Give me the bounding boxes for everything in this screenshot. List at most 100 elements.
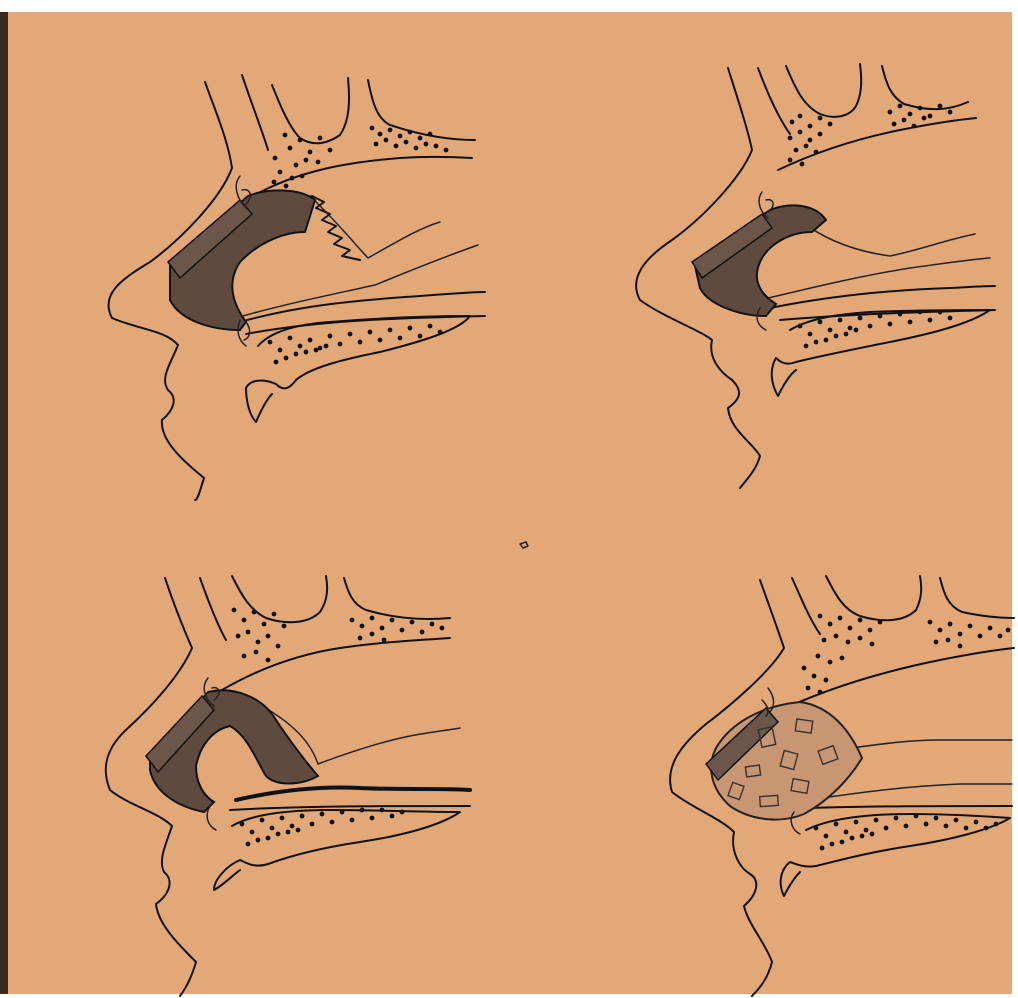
stipple-dot — [390, 618, 395, 623]
stipple-dot — [370, 816, 375, 821]
stipple-dot — [308, 338, 313, 343]
stipple-dot — [974, 820, 979, 825]
stipple-dot — [266, 658, 271, 663]
stipple-dot — [814, 150, 819, 155]
stipple-dot — [828, 122, 833, 127]
stipple-dot — [948, 316, 953, 321]
stipple-dot — [296, 828, 301, 833]
stipple-dot — [908, 112, 913, 117]
stipple-dot — [380, 626, 385, 631]
stipple-dot — [788, 158, 793, 163]
stipple-dot — [854, 820, 859, 825]
stipple-dot — [260, 818, 265, 823]
stipple-dot — [818, 320, 823, 325]
stipple-dot — [290, 824, 295, 829]
stipple-dot — [844, 332, 849, 337]
stipple-dot — [934, 640, 939, 645]
stipple-dot — [834, 634, 839, 639]
stipple-dot — [290, 176, 295, 181]
stipple-dot — [314, 348, 319, 353]
stipple-dot — [420, 630, 425, 635]
stipple-dot — [888, 110, 893, 115]
stipple-dot — [1006, 628, 1011, 633]
stipple-dot — [892, 122, 897, 127]
stipple-dot — [256, 640, 261, 645]
stipple-dot — [236, 634, 241, 639]
stipple-dot — [388, 128, 393, 133]
stipple-dot — [988, 626, 993, 631]
stipple-dot — [840, 656, 845, 661]
stipple-dot — [252, 610, 257, 615]
stipple-dot — [834, 822, 839, 827]
stipple-dot — [400, 628, 405, 633]
stipple-dot — [358, 340, 363, 345]
stipple-dot — [818, 614, 823, 619]
stipple-dot — [840, 840, 845, 845]
stipple-dot — [808, 124, 813, 129]
stipple-dot — [998, 634, 1003, 639]
stipple-dot — [242, 618, 247, 623]
stipple-dot — [246, 630, 251, 635]
stipple-dot — [828, 328, 833, 333]
stipple-dot — [884, 826, 889, 831]
stipple-dot — [898, 104, 903, 109]
stipple-dot — [830, 842, 835, 847]
stipple-dot — [300, 174, 305, 179]
stipple-dot — [902, 118, 907, 123]
stipple-dot — [822, 638, 827, 643]
stipple-dot — [868, 628, 873, 633]
stipple-dot — [878, 314, 883, 319]
stipple-dot — [288, 146, 293, 151]
stipple-dot — [808, 138, 813, 143]
stipple-dot — [848, 326, 853, 331]
stipple-dot — [282, 624, 287, 629]
stipple-dot — [948, 110, 953, 115]
stipple-dot — [278, 170, 283, 175]
stipple-dot — [424, 142, 429, 147]
stipple-dot — [858, 316, 863, 321]
stipple-dot — [324, 344, 329, 349]
stipple-dot — [370, 632, 375, 637]
stipple-dot — [904, 824, 909, 829]
stipple-dot — [304, 350, 309, 355]
stipple-dot — [368, 330, 373, 335]
stipple-dot — [808, 332, 813, 337]
stipple-dot — [408, 326, 413, 331]
stipple-dot — [908, 320, 913, 325]
stipple-dot — [818, 132, 823, 137]
stipple-dot — [924, 822, 929, 827]
stipple-dot — [440, 626, 445, 631]
stipple-dot — [382, 638, 387, 643]
stipple-dot — [374, 142, 379, 147]
stipple-dot — [370, 126, 375, 131]
stipple-dot — [414, 146, 419, 151]
stipple-dot — [434, 144, 439, 149]
stipple-dot — [798, 114, 803, 119]
stipple-dot — [816, 654, 821, 659]
stipple-dot — [834, 334, 839, 339]
stipple-dot — [256, 838, 261, 843]
stipple-dot — [802, 666, 807, 671]
stipple-dot — [328, 334, 333, 339]
stipple-dot — [398, 134, 403, 139]
stipple-dot — [858, 636, 863, 641]
stipple-dot — [266, 634, 271, 639]
stipple-dot — [378, 338, 383, 343]
stipple-dot — [928, 114, 933, 119]
left-edge-shadow — [0, 12, 8, 994]
stipple-dot — [370, 616, 375, 621]
stipple-dot — [958, 632, 963, 637]
stipple-dot — [878, 620, 883, 625]
stipple-dot — [788, 136, 793, 141]
stipple-dot — [388, 328, 393, 333]
stipple-dot — [812, 674, 817, 679]
stipple-dot — [954, 818, 959, 823]
stipple-dot — [870, 642, 875, 647]
stipple-dot — [918, 310, 923, 315]
stipple-dot — [894, 816, 899, 821]
stipple-dot — [438, 330, 443, 335]
stipple-dot — [394, 144, 399, 149]
stipple-dot — [273, 156, 278, 161]
stipple-dot — [838, 616, 843, 621]
